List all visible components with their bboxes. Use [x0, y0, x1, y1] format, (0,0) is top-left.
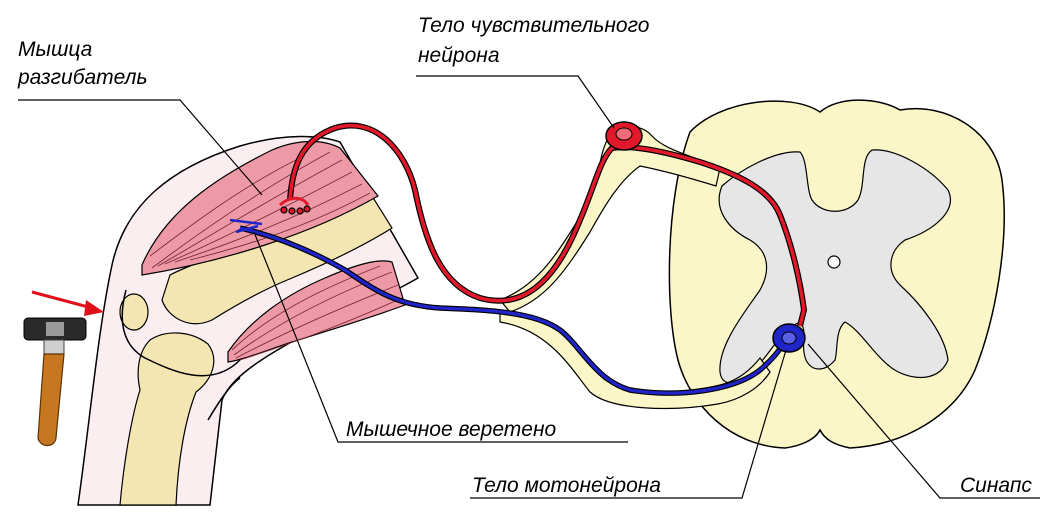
leg	[78, 136, 418, 505]
leader-sensory	[416, 76, 614, 128]
label-synapse: Синапс	[960, 474, 1032, 497]
label-spindle: Мышечное веретено	[346, 418, 557, 441]
label-motoneuron: Тело мотонейрона	[472, 474, 661, 497]
label-sensory-line1: Тело чувствительного	[418, 14, 650, 37]
reflex-hammer	[24, 318, 86, 446]
label-sensory-line2: нейрона	[418, 44, 500, 67]
label-muscle-line1: Мышца	[18, 38, 92, 61]
tap-arrow	[32, 292, 104, 316]
central-canal	[828, 256, 840, 268]
hammer-handle	[38, 354, 64, 446]
label-muscle-line2: разгибатель	[17, 66, 148, 89]
